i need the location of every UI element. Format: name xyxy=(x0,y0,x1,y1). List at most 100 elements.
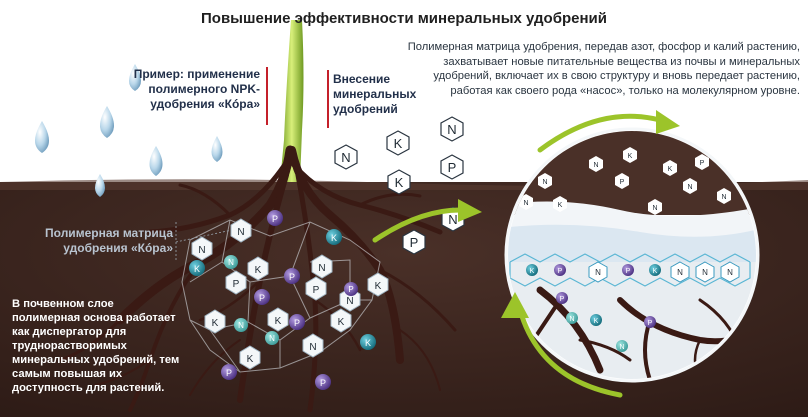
ion-p-sphere-2-label: P xyxy=(289,272,295,282)
zoom-ion-k-3: K xyxy=(553,196,567,212)
zoom-ion-p-1-label: P xyxy=(620,179,625,186)
ion-n-1: N xyxy=(230,218,252,243)
ion-p-1: P xyxy=(225,270,247,295)
zoom-sphere-p-4: P xyxy=(556,292,568,304)
zoom-ion-n-3-label: N xyxy=(687,184,692,191)
zoom-sphere-p-2-label: P xyxy=(626,268,631,275)
ion-p-sphere-1-label: P xyxy=(272,214,278,224)
zoom-ion-n-4: N xyxy=(717,188,731,204)
example-label-bar xyxy=(266,67,268,125)
ion-p-sphere-2: P xyxy=(284,268,300,284)
zoom-sphere-n-1: N xyxy=(566,312,578,324)
zoom-sphere-p-3: P xyxy=(644,316,656,328)
granule-k-1-label: K xyxy=(394,136,403,151)
zoom-sphere-k-3-label: K xyxy=(594,318,599,325)
zoom-ion-n-1-label: N xyxy=(593,162,598,169)
ion-p-sphere-4: P xyxy=(344,282,358,296)
ion-k-2-label: K xyxy=(375,281,382,292)
ion-p-sphere-6: P xyxy=(221,364,237,380)
ion-k-3: K xyxy=(204,309,226,334)
zoom-ion-p-2: P xyxy=(695,154,709,170)
zoom-sphere-p-1-label: P xyxy=(558,268,563,275)
zoom-sphere-n-1-label: N xyxy=(569,316,574,323)
arrow-into-circle xyxy=(372,207,463,243)
granule-n-1: N xyxy=(440,116,464,142)
ion-k-sphere-1: K xyxy=(326,229,342,245)
zoom-ion-n-5-label: N xyxy=(652,205,657,212)
fertilizer-label: Внесение минеральных удобрений xyxy=(333,72,417,116)
ion-k-sphere-1-label: K xyxy=(331,233,337,243)
flow-arrows xyxy=(372,113,663,398)
zoom-sphere-k-1: K xyxy=(526,264,538,276)
ion-p-1-label: P xyxy=(233,279,240,290)
zoom-sphere-p-2: P xyxy=(622,264,634,276)
granule-p-2: P xyxy=(402,229,426,255)
zoom-ion-n-3: N xyxy=(683,178,697,194)
zoom-ion-n-2: N xyxy=(538,173,552,189)
arrowhead-top xyxy=(656,110,680,134)
ion-k-sphere-2-label: K xyxy=(194,264,200,274)
zoom-ion-k-1: K xyxy=(623,147,637,163)
ion-n-2-label: N xyxy=(198,245,205,256)
ion-p-2: P xyxy=(305,276,327,301)
zoom-ion-n-2-label: N xyxy=(542,179,547,186)
ion-k-5-label: K xyxy=(338,317,345,328)
ion-k-sphere-3: K xyxy=(360,334,376,350)
ion-n-sphere-3-label: N xyxy=(269,334,275,343)
ion-n-sphere-1: N xyxy=(224,255,238,269)
zoom-ion-n-5: N xyxy=(648,199,662,215)
zoom-sphere-n-2: N xyxy=(616,340,628,352)
ion-k-3-label: K xyxy=(212,318,219,329)
zoom-ion-n-lattice-1-label: N xyxy=(677,268,683,277)
zoom-sphere-p-1: P xyxy=(554,264,566,276)
zoom-ion-n-lattice-1: N xyxy=(670,261,690,283)
matrix-label-connector xyxy=(175,222,233,262)
zoom-ion-n-lattice-4: N xyxy=(588,261,608,283)
ion-p-sphere-4-label: P xyxy=(348,285,353,294)
ion-n-3: N xyxy=(311,254,333,279)
ion-p-sphere-7: P xyxy=(315,374,331,390)
fertilizer-label-bar xyxy=(327,70,329,128)
ion-k-sphere-3-label: K xyxy=(365,338,371,348)
arrow-bottom xyxy=(517,307,623,398)
granule-n-3-label: N xyxy=(448,212,457,227)
ion-k-5: K xyxy=(330,308,352,333)
ion-p-sphere-3-label: P xyxy=(259,293,265,303)
granule-n-2: N xyxy=(334,144,358,170)
ion-n-sphere-2: N xyxy=(234,318,248,332)
ion-k-4: K xyxy=(267,307,289,332)
zoom-ion-k-2: K xyxy=(663,160,677,176)
zoom-ion-n-lattice-3: N xyxy=(720,261,740,283)
arrowhead-bottom-left xyxy=(501,292,529,318)
ion-p-sphere-1: P xyxy=(267,210,283,226)
ion-n-1-label: N xyxy=(237,227,244,238)
ion-n-5-label: N xyxy=(309,342,316,353)
ion-k-1-label: K xyxy=(255,265,262,276)
arrow-top xyxy=(537,113,663,153)
granule-n-2-label: N xyxy=(341,150,350,165)
matrix-description: Полимерная матрица удобрения, передав аз… xyxy=(407,41,800,97)
zoom-ion-k-1-label: K xyxy=(628,153,633,160)
zoom-sphere-k-2: K xyxy=(649,264,661,276)
granule-k-2: K xyxy=(387,169,411,195)
zoom-sphere-k-3: K xyxy=(590,314,602,326)
granule-k-2-label: K xyxy=(395,175,404,190)
ion-k-sphere-2: K xyxy=(189,260,205,276)
ion-p-sphere-6-label: P xyxy=(226,368,232,378)
fertilizer-granules: N K N P K N P xyxy=(334,116,465,255)
water-drops xyxy=(35,64,223,197)
arrowhead-into-circle xyxy=(458,199,482,222)
zoom-ion-k-2-label: K xyxy=(668,166,673,173)
example-label: Пример: применение полимерного NPK-удобр… xyxy=(133,67,260,111)
plant-stem xyxy=(280,20,304,182)
zoom-ion-n-lattice-4-label: N xyxy=(595,268,601,277)
ion-k-1: K xyxy=(247,256,269,281)
zoom-ion-n-4-label: N xyxy=(721,194,726,201)
zoom-ion-n-lattice-3-label: N xyxy=(727,268,733,277)
zoom-ion-n-lattice-2: N xyxy=(695,261,715,283)
zoom-ion-n-1: N xyxy=(589,156,603,172)
matrix-label: Полимерная матрица удобрения «Кóра» xyxy=(45,226,173,255)
granule-p-2-label: P xyxy=(410,235,419,250)
ion-n-sphere-1-label: N xyxy=(228,258,234,267)
